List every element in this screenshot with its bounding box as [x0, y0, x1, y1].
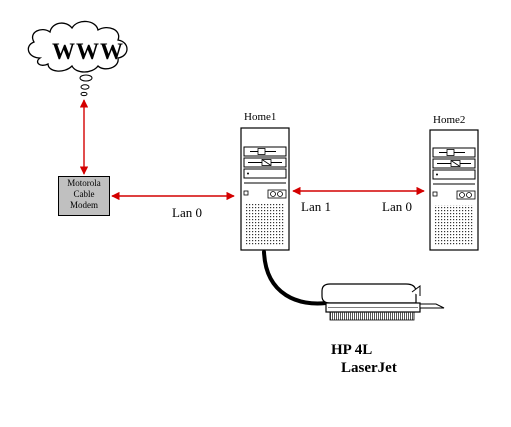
- home1-lan1-label: Lan 1: [301, 199, 331, 214]
- modem-label-line-3: Modem: [70, 200, 98, 210]
- internet-cloud-icon: [27, 20, 128, 97]
- printer-cable: [262, 250, 328, 306]
- www-label: WWW: [52, 39, 124, 64]
- modem-label-line-1: Motorola: [67, 178, 101, 188]
- home2-label: Home2: [433, 114, 466, 126]
- printer-label: HP 4L LaserJet: [331, 341, 397, 377]
- home2-tower-icon: [429, 129, 479, 251]
- home2-lan0-label: Lan 0: [382, 199, 412, 214]
- home1-tower-icon: [240, 127, 290, 251]
- cable-modem-icon: [58, 176, 110, 216]
- home1-label: Home1: [244, 111, 277, 123]
- modem-home1-lan-label: Lan 0: [172, 205, 202, 220]
- printer-label-line-2: LaserJet: [341, 360, 397, 376]
- modem-label: Motorola Cable Modem: [58, 178, 110, 211]
- modem-label-line-2: Cable: [73, 189, 95, 199]
- printer-icon: [321, 283, 445, 321]
- printer-label-line-1: HP 4L: [331, 342, 373, 358]
